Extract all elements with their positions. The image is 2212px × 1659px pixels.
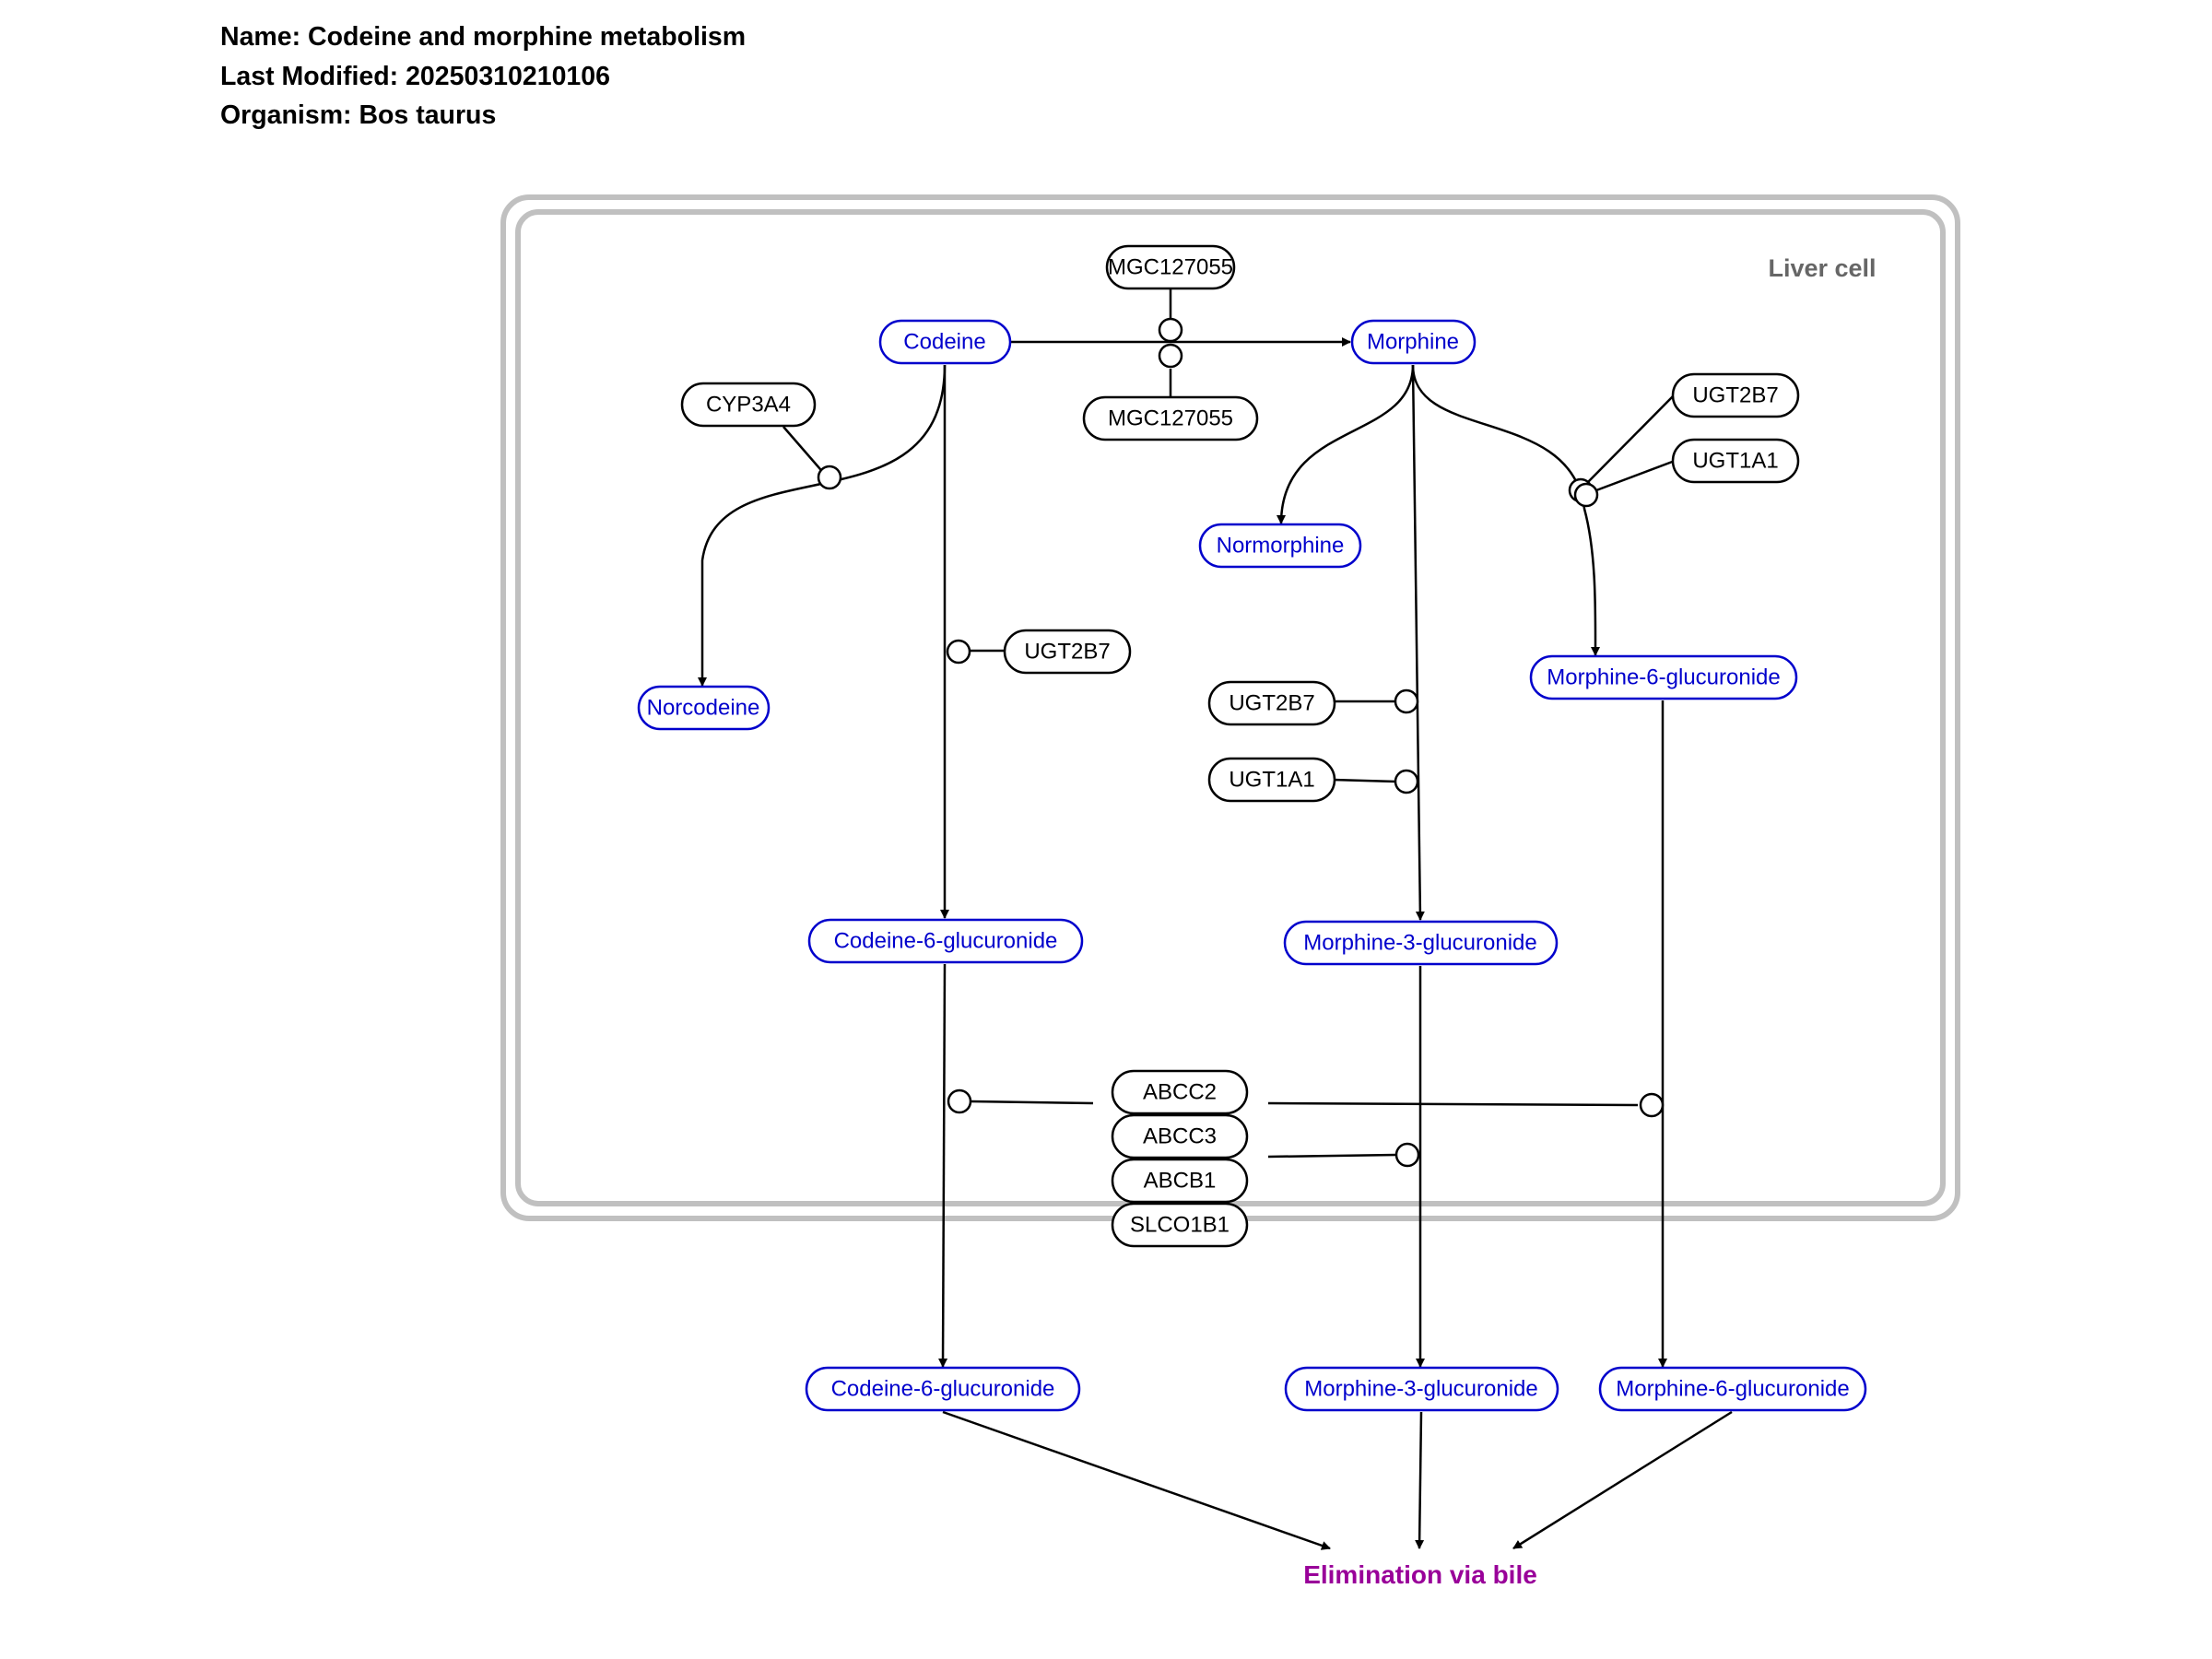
metabolite-label: Morphine-3-glucuronide [1304,1377,1537,1402]
gene-label: MGC127055 [1108,406,1233,431]
catalysis-marker [1394,688,1419,714]
metabolite-label: Codeine [903,330,985,355]
gene-label: MGC127055 [1108,255,1233,280]
metabolite-label: Codeine-6-glucuronide [834,929,1058,954]
metabolite-node-normorphine[interactable]: Normorphine [1198,523,1362,569]
catalysis-marker [1573,482,1599,508]
gene-label: UGT2B7 [1229,691,1314,716]
edge-morphine-to-morphine-6-glucuronide [1411,364,1601,656]
gene-node-ugt1a1-right[interactable]: UGT1A1 [1671,438,1800,484]
edge-ugt1a1-right-catalysis [1595,459,1676,492]
gene-node-abcb1[interactable]: ABCB1 [1111,1158,1249,1204]
gene-node-slco1b1[interactable]: SLCO1B1 [1111,1202,1249,1248]
metabolite-node-morphine-3-glucuronide[interactable]: Morphine-3-glucuronide [1283,920,1559,966]
gene-node-abcc2[interactable]: ABCC2 [1111,1069,1249,1115]
gene-label: UGT1A1 [1692,449,1778,474]
gene-node-ugt2b7-codeine[interactable]: UGT2B7 [1003,629,1132,675]
catalysis-marker [1394,769,1419,794]
gene-node-cyp3a4[interactable]: CYP3A4 [680,382,817,428]
gene-label: SLCO1B1 [1130,1213,1230,1238]
metabolite-label: Morphine-6-glucuronide [1547,665,1780,690]
metabolite-node-morphine-6-glucuronide-exported[interactable]: Morphine-6-glucuronide [1598,1366,1867,1412]
metabolite-node-norcodeine[interactable]: Norcodeine [637,685,771,731]
edge-ugt2b7-right-catalysis [1587,394,1676,483]
edge-cyp3a4-catalysis [782,426,827,477]
gene-node-mgc127055-bottom[interactable]: MGC127055 [1082,395,1259,441]
catalysis-markers [817,317,1665,1168]
gene-node-ugt2b7-right[interactable]: UGT2B7 [1671,372,1800,418]
metabolite-node-morphine-3-glucuronide-exported[interactable]: Morphine-3-glucuronide [1284,1366,1559,1412]
gene-label: ABCC3 [1143,1124,1217,1149]
metabolite-node-morphine-6-glucuronide[interactable]: Morphine-6-glucuronide [1529,654,1798,700]
diagram-header: Name: Codeine and morphine metabolism La… [0,0,2212,166]
gene-node-ugt2b7-morphine[interactable]: UGT2B7 [1207,680,1336,726]
edge-ugt1a1-morphine-catalysis [1332,778,1397,783]
gene-node-abcc3[interactable]: ABCC3 [1111,1113,1249,1159]
metabolite-node-codeine-6-glucuronide[interactable]: Codeine-6-glucuronide [807,918,1084,964]
metabolite-label: Codeine-6-glucuronide [831,1377,1055,1402]
gene-node-ugt1a1-morphine[interactable]: UGT1A1 [1207,757,1336,803]
gene-label: UGT1A1 [1229,768,1314,793]
catalysis-marker [817,465,842,490]
metabolite-label: Morphine [1367,330,1459,355]
catalysis-marker [1394,1142,1420,1168]
catalysis-marker [1158,317,1183,343]
gene-node-mgc127055-top[interactable]: MGC127055 [1105,244,1236,290]
edge-abcc2-left-catalysis [970,1100,1094,1105]
compartment-label: Liver cell [1768,254,1876,282]
metabolite-label: Normorphine [1217,534,1345,559]
metabolite-label: Norcodeine [647,696,760,721]
gene-label: CYP3A4 [706,393,791,418]
catalysis-marker [947,1088,972,1114]
catalysis-marker [1158,343,1183,369]
gene-label: ABCC2 [1143,1080,1217,1105]
edge-codeine-6-glucuronide-export [938,963,948,1368]
metabolite-node-codeine-6-glucuronide-exported[interactable]: Codeine-6-glucuronide [805,1366,1081,1412]
metabolite-node-codeine[interactable]: Codeine [878,319,1012,365]
metabolite-label: Morphine-3-glucuronide [1303,931,1536,956]
metabolite-node-morphine[interactable]: Morphine [1350,319,1477,365]
edge-morphine-6-glucuronide-to-elimination [1512,1410,1733,1550]
edge-morphine-to-morphine-3-glucuronide [1411,364,1425,921]
edge-morphine-to-normorphine [1277,364,1415,524]
edge-morphine-3-glucuronide-to-elimination [1415,1411,1425,1549]
gene-label: UGT2B7 [1024,640,1110,665]
elimination-label: Elimination via bile [1303,1560,1537,1589]
interaction-edges [698,288,1733,1550]
pathway-name: Name: Codeine and morphine metabolism [220,22,747,52]
catalysis-marker [946,639,971,665]
edge-abcb1-catalysis [1267,1153,1397,1159]
gene-label: UGT2B7 [1692,383,1778,408]
metabolite-label: Morphine-6-glucuronide [1616,1377,1849,1402]
gene-label: ABCB1 [1144,1169,1217,1194]
catalysis-marker [1639,1092,1665,1118]
edge-codeine-6-glucuronide-to-elimination [942,1410,1331,1550]
last-modified: Last Modified: 20250310210106 [220,62,610,91]
organism: Organism: Bos taurus [220,100,497,130]
edge-abcc2-right-catalysis [1267,1101,1639,1107]
